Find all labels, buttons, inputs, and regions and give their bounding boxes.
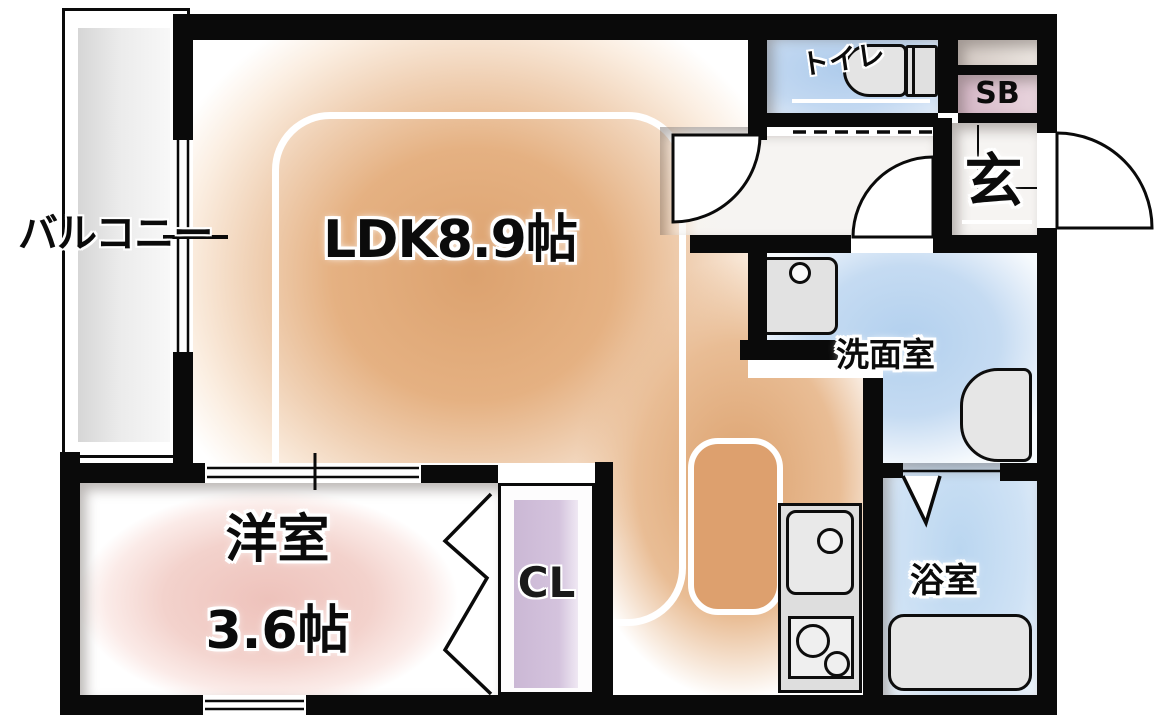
bathroom-folding-door: [901, 475, 942, 528]
balcony-deck: [78, 28, 170, 442]
wall-top: [173, 14, 1057, 40]
washroom-door-arc: [851, 155, 935, 239]
washroom-label: 洗面室: [836, 335, 935, 374]
entrance-floor: [952, 123, 1037, 235]
wall-washroom-left: [748, 253, 767, 340]
laundry-faucet-icon: [789, 262, 811, 284]
bathroom-label: 浴室: [910, 561, 978, 601]
kitchen-sink: [786, 510, 854, 595]
toilet-tank-icon: [905, 45, 938, 97]
toilet-bowl-icon: [843, 44, 907, 97]
toilet-tank-line: [912, 48, 915, 94]
wall-toilet-left: [748, 14, 767, 140]
wall-entrance-left: [933, 118, 952, 235]
wall-right-lower: [1037, 228, 1057, 715]
wall-hallway-bottom-left: [690, 235, 851, 253]
shoe-box-label: SB: [975, 76, 1020, 111]
wall-closet-right: [595, 462, 613, 715]
ldk-door-arc: [671, 133, 762, 224]
entrance-frame-line: [977, 125, 1037, 189]
closet-label: CL: [517, 558, 576, 607]
wall-balcony-upper: [173, 40, 193, 140]
kitchen-faucet-icon: [817, 528, 843, 554]
entrance-door-arc: [1055, 131, 1154, 230]
wall-shoebox-bottom: [958, 113, 1037, 123]
wall-washroom-kitchen: [863, 378, 883, 715]
western-room-floor: [80, 483, 498, 695]
stove-burner-icon: [796, 624, 830, 658]
wall-balcony-lower: [173, 352, 193, 480]
wall-western-top-left: [60, 463, 205, 483]
wall-bath-door-stub: [883, 463, 903, 478]
toilet-floor-shine: [792, 99, 930, 103]
entrance-step-line: [962, 220, 1032, 224]
western-room-label: 洋室: [225, 510, 330, 570]
wall-bottom-left: [60, 695, 203, 715]
toilet-door-gap: [767, 127, 938, 136]
western-room-size-label: 3.6帖: [205, 601, 350, 661]
closet-folding-door: [442, 492, 493, 696]
ldk-label: LDK8.9帖: [323, 210, 578, 270]
wall-shoebox-top: [958, 65, 1037, 75]
wall-toilet-bottom: [767, 113, 938, 127]
closet-floor: [514, 500, 578, 688]
wash-basin: [960, 368, 1032, 462]
entrance-label: 玄: [964, 147, 1023, 215]
wall-laundry-bottom: [740, 340, 838, 360]
stove-burner-icon: [824, 651, 850, 677]
wall-right-upper: [1037, 14, 1057, 133]
wall-left-lower: [60, 452, 80, 715]
shoe-box-floor: [958, 75, 1037, 113]
balcony-label: バルコニー: [18, 211, 213, 257]
storage-upper-box: [958, 40, 1037, 65]
wall-hallway-bottom-right: [933, 235, 1037, 253]
wall-western-top-right: [421, 465, 498, 483]
bathtub: [888, 614, 1032, 691]
wall-bath-top-right: [1000, 463, 1037, 481]
wall-toilet-right: [938, 14, 958, 113]
